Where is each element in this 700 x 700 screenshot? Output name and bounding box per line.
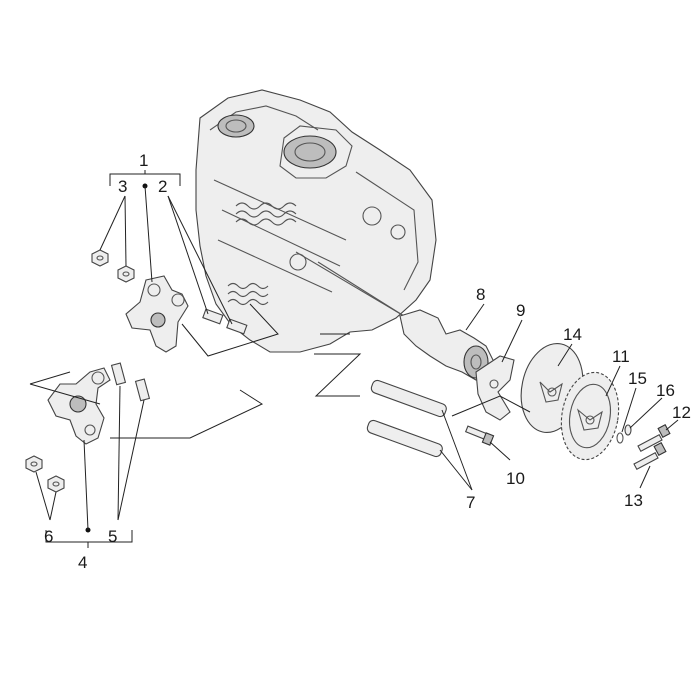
callout-10: 10 [506, 469, 525, 488]
cam-sprocket [560, 371, 620, 461]
valve-springs [227, 202, 297, 306]
callout-15: 15 [628, 369, 647, 388]
callout-2: 2 [158, 177, 167, 196]
rocker-arm-lower [47, 367, 111, 445]
washer-15 [616, 432, 624, 444]
rocker-shafts [366, 379, 447, 458]
callout-5: 5 [108, 527, 117, 546]
callout-labels: 1 2 3 4 5 6 7 8 9 10 11 12 13 14 15 16 [44, 151, 691, 572]
callout-16: 16 [656, 381, 675, 400]
leader-lines [29, 170, 679, 548]
callout-7: 7 [466, 493, 475, 512]
nuts-upper [91, 249, 135, 283]
callout-14: 14 [563, 325, 582, 344]
bolt-10 [464, 425, 495, 446]
callout-3: 3 [118, 177, 127, 196]
callout-12: 12 [672, 403, 691, 422]
callout-8: 8 [476, 285, 485, 304]
callout-13: 13 [624, 491, 643, 510]
callout-11: 11 [612, 347, 630, 366]
callout-4: 4 [78, 553, 87, 572]
bolt-12 [637, 423, 671, 453]
pin-16 [624, 424, 632, 436]
callout-1: 1 [139, 151, 148, 170]
bolt-13 [633, 441, 667, 471]
nuts-lower [25, 455, 65, 493]
rocker-arm-upper [125, 275, 189, 353]
cylinder-head [195, 89, 437, 353]
callout-9: 9 [516, 301, 525, 320]
callout-6: 6 [44, 527, 53, 546]
